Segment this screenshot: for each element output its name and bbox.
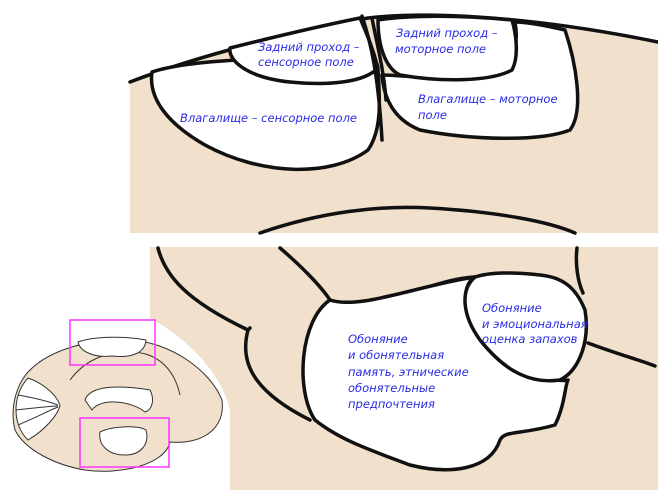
inset-corpus-callosum — [84, 386, 153, 413]
top-panel: Задний проход – сенсорное поле Влагалище… — [128, 13, 658, 235]
central-fissure — [360, 14, 388, 142]
inset-brain-overview — [0, 318, 230, 490]
label-olfactory-memory-5: предпочтения — [348, 397, 435, 411]
label-anus-sensory-1: Задний проход – — [258, 40, 360, 54]
bottom-outline-right — [574, 246, 657, 368]
inset-highlight-bottom — [79, 417, 170, 468]
label-olfactory-memory-4: обонятельные — [348, 381, 435, 395]
region-anus-sensory — [228, 16, 380, 86]
label-olfactory-memory-1: Обоняние — [348, 332, 408, 346]
label-anus-motor-2: моторное поле — [395, 42, 486, 56]
inset-cerebellum-area — [15, 377, 61, 441]
label-olfactory-memory-3: память, этнические — [348, 365, 469, 379]
label-vagina-motor-2: поле — [418, 108, 447, 122]
bottom-outline-left — [156, 246, 312, 422]
label-olfactory-emotional-1: Обоняние — [482, 301, 542, 315]
region-anus-motor — [376, 14, 519, 82]
callosal-curve — [258, 205, 577, 235]
label-olfactory-memory-2: и обонятельная — [348, 348, 444, 362]
bottom-panel: Обоняние и обонятельная память, этническ… — [150, 246, 658, 490]
region-olfactory-emotional — [463, 271, 588, 383]
inset-highlight-top — [69, 319, 156, 366]
label-vagina-motor-1: Влагалище – моторное — [418, 92, 558, 106]
label-vagina-sensory: Влагалище – сенсорное поле — [180, 111, 357, 125]
top-cortex-edge — [128, 13, 658, 84]
inset-top-regions — [77, 336, 147, 357]
label-olfactory-emotional-2: и эмоциональная — [482, 317, 588, 331]
label-olfactory-emotional-3: оценка запахов — [482, 332, 578, 346]
label-anus-sensory-2: сенсорное поле — [258, 55, 354, 69]
inset-folia — [15, 394, 59, 426]
inset-bottom-regions — [99, 426, 148, 456]
label-anus-motor-1: Задний проход – — [396, 26, 498, 40]
